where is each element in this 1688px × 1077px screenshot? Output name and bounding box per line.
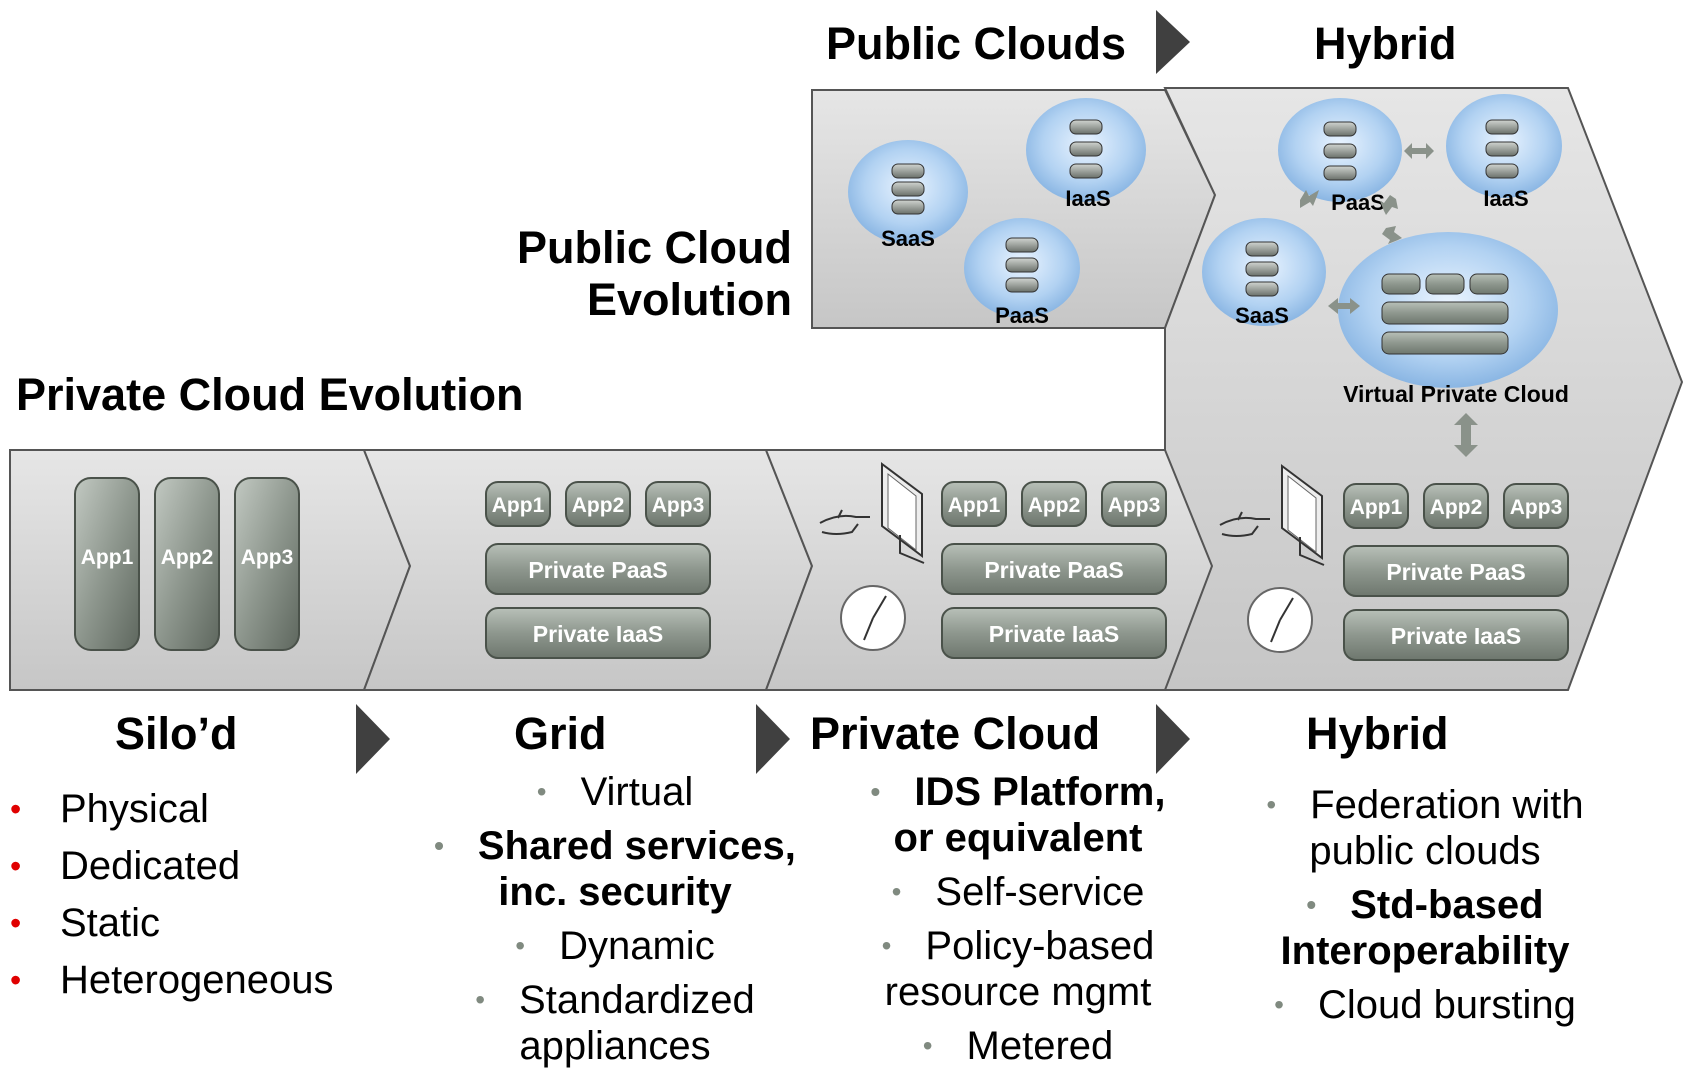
silod-app3-label: App3 xyxy=(241,546,294,569)
grid-bullet-list: •Virtual •Shared services,inc. security … xyxy=(405,769,825,1077)
private-cloud-bullet: •Metered xyxy=(922,1024,1114,1068)
hybrid-stack: App1 App2 App3 Private PaaS Private IaaS xyxy=(1343,483,1569,661)
hybrid-top-heading: Hybrid xyxy=(1314,18,1457,69)
silod-bullet: Heterogeneous xyxy=(10,957,334,1003)
public-saas-label: SaaS xyxy=(881,226,935,251)
public-paas-label: PaaS xyxy=(995,303,1049,328)
grid-bullet: •Virtual xyxy=(536,770,694,814)
silod-to-grid-arrow xyxy=(356,704,390,774)
grid-app3-label: App3 xyxy=(652,494,705,517)
monitor-icon xyxy=(1281,464,1325,566)
hand-pointer-icon xyxy=(819,509,870,535)
private-cloud-title: Private Cloud xyxy=(810,708,1101,759)
pc-app3-label: App3 xyxy=(1108,494,1161,517)
meter-dial-icon xyxy=(840,585,906,651)
hybrid-bullet: •Cloud bursting xyxy=(1274,983,1576,1027)
pc-app2-label: App2 xyxy=(1028,494,1081,517)
hybrid-paas-label: Private PaaS xyxy=(1386,559,1525,585)
grid-bullet: •Dynamic xyxy=(515,924,715,968)
pc-paas-label: Private PaaS xyxy=(984,557,1123,583)
meter-dial-icon xyxy=(1247,587,1313,653)
hybrid-title: Hybrid xyxy=(1306,708,1449,759)
private-cloud-bullet: •IDS Platform,or equivalent xyxy=(870,770,1166,860)
silod-bullet: Dedicated xyxy=(10,843,334,889)
public-iaas-label: IaaS xyxy=(1065,186,1110,211)
hybrid-iaas-cloud: IaaS xyxy=(1446,94,1562,211)
public-evolution-line1: Public Cloud xyxy=(517,222,792,273)
hybrid-paas-cloud: PaaS xyxy=(1278,98,1402,215)
silod-app1-label: App1 xyxy=(81,546,134,569)
public-iaas-cloud: IaaS xyxy=(1026,98,1146,211)
private-to-hybrid-arrow xyxy=(1156,704,1190,774)
grid-paas-label: Private PaaS xyxy=(528,557,667,583)
hybrid-iaas-label: Private IaaS xyxy=(1391,623,1521,649)
grid-app2-label: App2 xyxy=(572,494,625,517)
grid-iaas-label: Private IaaS xyxy=(533,621,663,647)
private-evolution-heading: Private Cloud Evolution xyxy=(16,369,524,420)
silod-bullet-list: Physical Dedicated Static Heterogeneous xyxy=(10,786,334,1014)
grid-stack: App1 App2 App3 Private PaaS Private IaaS xyxy=(485,481,711,659)
virtual-private-cloud: Virtual Private Cloud xyxy=(1338,232,1569,407)
hybrid-saas-label: SaaS xyxy=(1235,303,1289,328)
private-cloud-bullet-list: •IDS Platform,or equivalent •Self-servic… xyxy=(818,769,1218,1077)
grid-bullet: •Shared services,inc. security xyxy=(434,824,796,914)
public-evolution-line2: Evolution xyxy=(587,274,792,325)
hybrid-app1-label: App1 xyxy=(1350,496,1403,519)
silod-bullet: Static xyxy=(10,900,334,946)
public-clouds-heading: Public Clouds xyxy=(826,18,1127,69)
hybrid-paas-label: PaaS xyxy=(1331,190,1385,215)
public-saas-cloud: SaaS xyxy=(848,140,968,251)
hybrid-app2-label: App2 xyxy=(1430,496,1483,519)
hybrid-app3-label: App3 xyxy=(1510,496,1563,519)
grid-app1-label: App1 xyxy=(492,494,545,517)
hybrid-saas-cloud: SaaS xyxy=(1202,218,1326,328)
silod-bullet: Physical xyxy=(10,786,334,832)
grid-to-private-arrow xyxy=(756,704,790,774)
vpc-label: Virtual Private Cloud xyxy=(1343,381,1569,407)
silod-title: Silo’d xyxy=(115,708,238,759)
hand-pointer-icon xyxy=(1219,511,1270,537)
grid-title: Grid xyxy=(514,708,607,759)
hybrid-connector-arrows xyxy=(1300,143,1478,457)
hybrid-iaas-label: IaaS xyxy=(1483,186,1528,211)
public-paas-cloud: PaaS xyxy=(964,218,1080,328)
silod-app2-label: App2 xyxy=(161,546,214,569)
private-cloud-bullet: •Self-service xyxy=(891,870,1145,914)
pc-app1-label: App1 xyxy=(948,494,1001,517)
monitor-icon xyxy=(881,462,925,564)
progression-arrows xyxy=(356,10,1190,774)
pc-iaas-label: Private IaaS xyxy=(989,621,1119,647)
public-to-hybrid-arrow xyxy=(1156,10,1190,74)
public-evolution-heading: Public Cloud Evolution xyxy=(480,222,792,326)
silod-app-blocks: App1 App2 App3 xyxy=(74,477,300,651)
private-cloud-stack: App1 App2 App3 Private PaaS Private IaaS xyxy=(941,481,1167,659)
